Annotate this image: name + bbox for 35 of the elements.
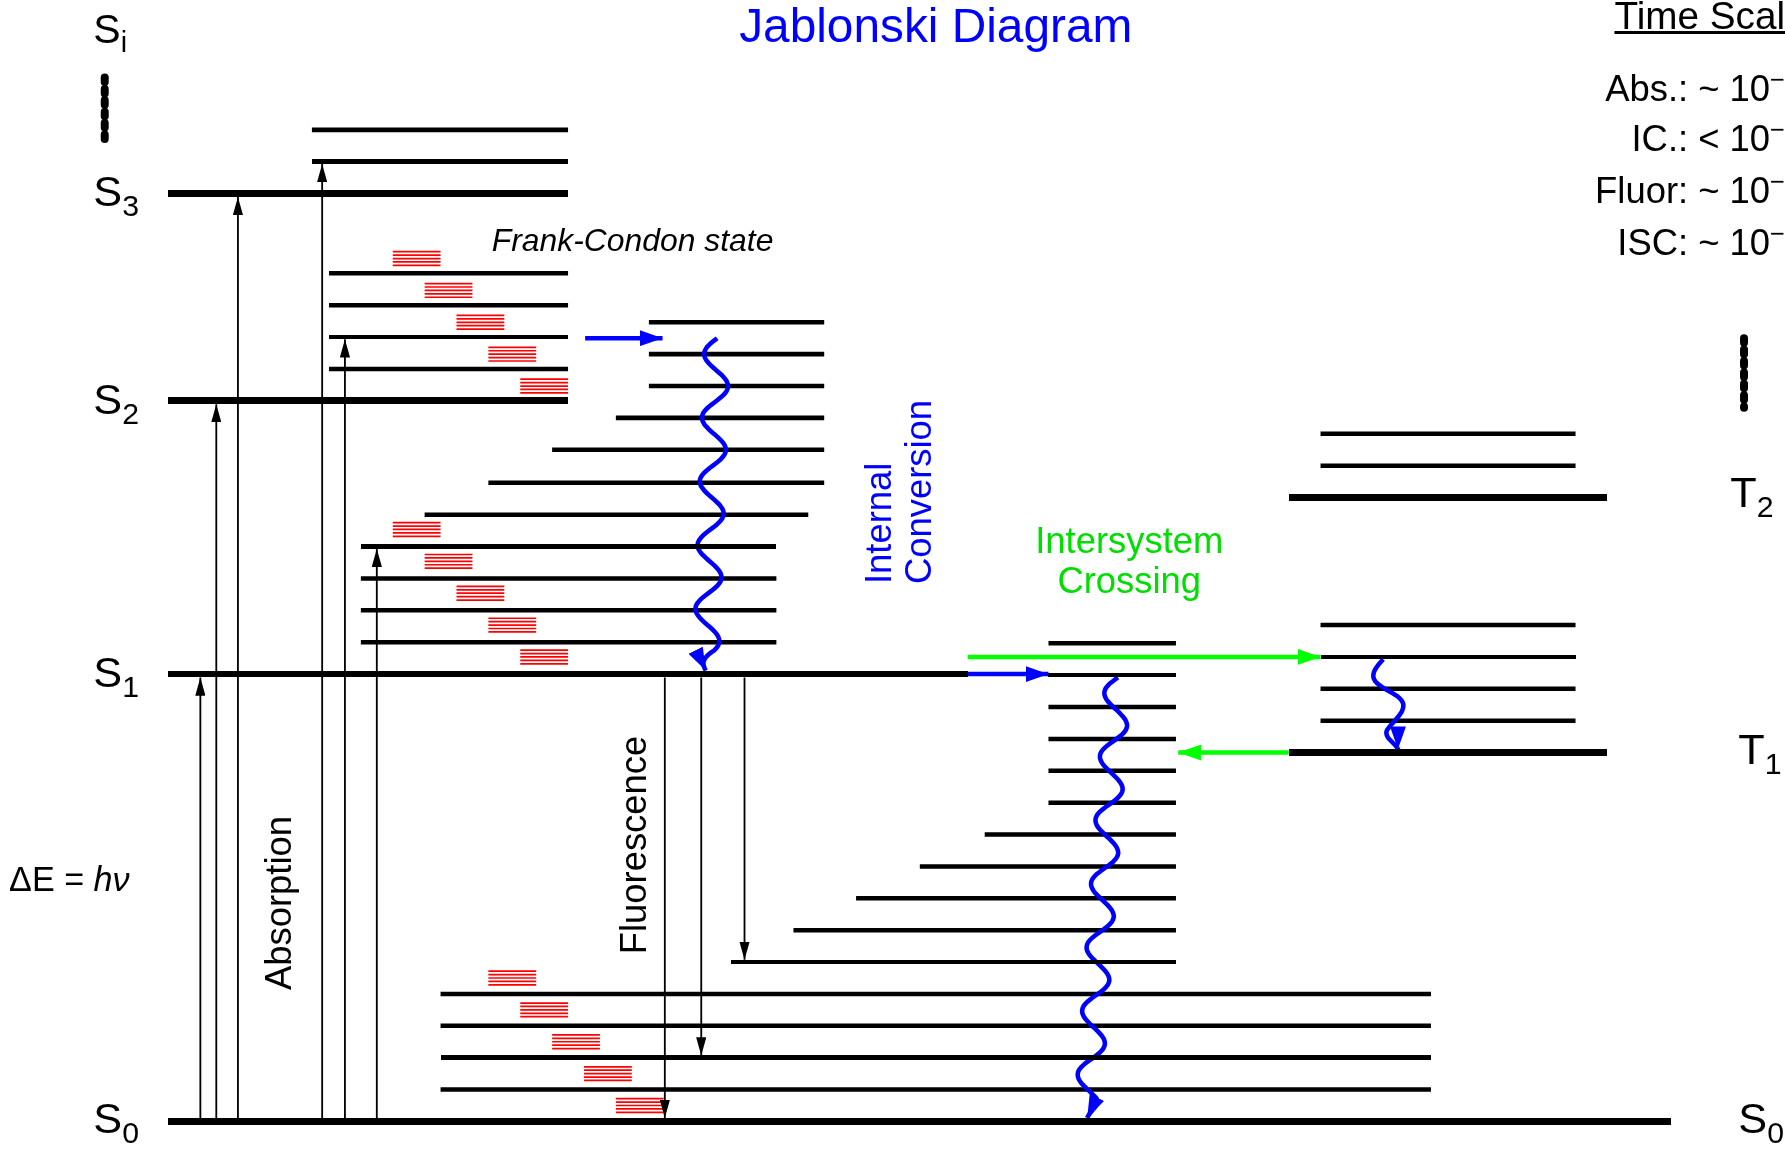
state-label: S$_{0}$ bbox=[93, 1095, 140, 1150]
text-label: Intersystem Crossing bbox=[1035, 521, 1224, 602]
text-label: Time Scal bbox=[1614, 0, 1785, 38]
diagram-title: Jablonski Diagram bbox=[739, 0, 1133, 53]
text-label: Fluorescence bbox=[614, 735, 655, 954]
state-label: S$_{1}$ bbox=[93, 648, 140, 703]
arrow bbox=[696, 676, 707, 1057]
arrow bbox=[967, 666, 1049, 682]
text-label: S$_{i}$ bbox=[93, 6, 128, 59]
text-label: Abs.: ~ 10$^{−}$ bbox=[1605, 64, 1785, 110]
state-label: S$_{3}$ bbox=[93, 168, 140, 223]
arrow bbox=[371, 547, 382, 1119]
wavy-arrow bbox=[1371, 657, 1406, 752]
arrow bbox=[967, 649, 1321, 665]
state-label: T$_{1}$ bbox=[1738, 726, 1782, 781]
state-label: S$_{0}$ bbox=[1738, 1095, 1784, 1150]
arrow bbox=[317, 163, 328, 1119]
arrow bbox=[339, 338, 351, 1119]
text-label: IC.: < 10$^{−}$ bbox=[1631, 114, 1785, 160]
wavy-arrow bbox=[1075, 675, 1130, 1120]
text-label: ΔE = hν bbox=[9, 860, 130, 899]
text-label: ISC: ~ 10$^{−}$ bbox=[1617, 218, 1785, 263]
text-label: Absorption bbox=[258, 815, 299, 990]
text-label: Internal Conversion bbox=[859, 399, 940, 584]
state-label: S$_{2}$ bbox=[93, 375, 140, 430]
text-label: Fluor: ~ 10$^{−}$ bbox=[1595, 167, 1785, 212]
arrow bbox=[659, 676, 670, 1119]
state-label: T$_{2}$ bbox=[1730, 469, 1774, 523]
arrow bbox=[739, 676, 750, 961]
arrow bbox=[232, 196, 244, 1119]
arrow bbox=[1178, 744, 1289, 761]
arrow bbox=[195, 676, 206, 1119]
text-label: Frank-Condon state bbox=[491, 223, 774, 259]
wavy-arrow bbox=[688, 336, 731, 673]
arrow bbox=[211, 403, 222, 1119]
